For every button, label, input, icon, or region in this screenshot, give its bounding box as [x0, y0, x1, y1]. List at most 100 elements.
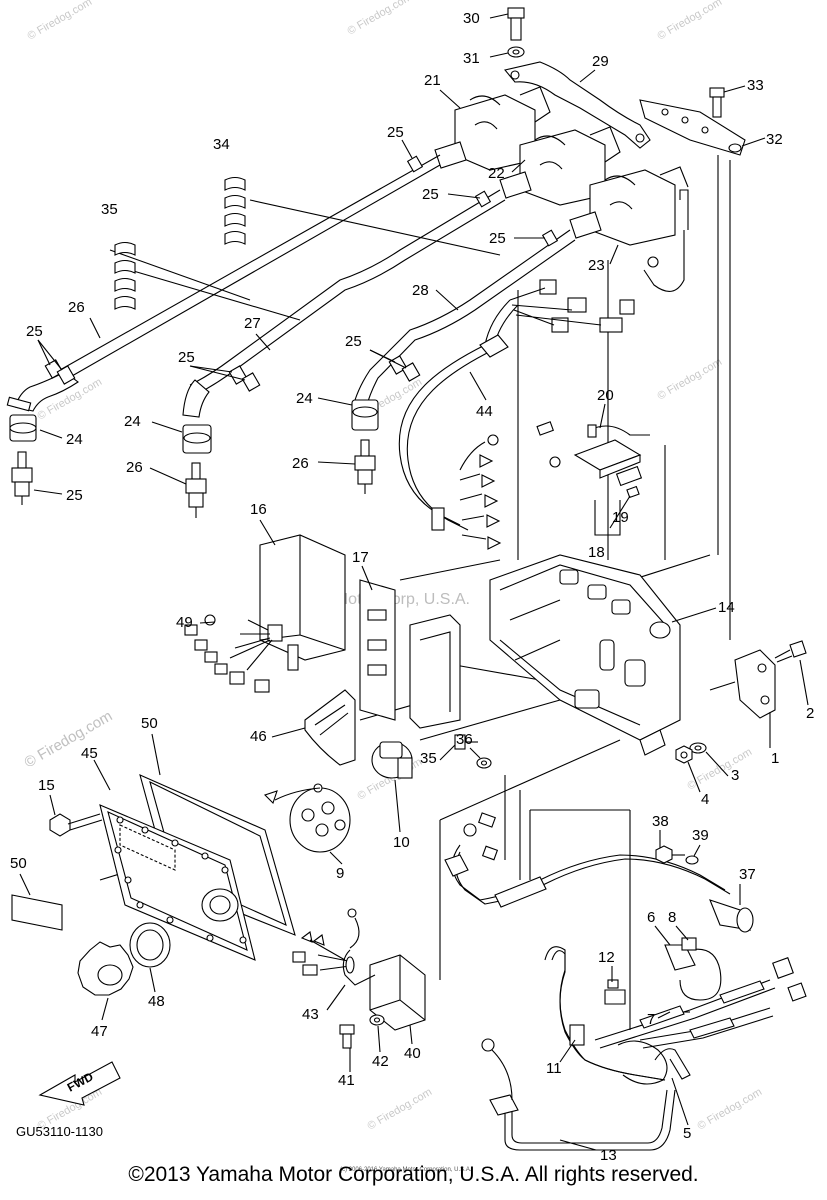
callout-16: 16 — [250, 501, 267, 518]
callout-25: 25 — [489, 230, 506, 247]
callout-33: 32 — [766, 131, 783, 148]
callout-36: 35 — [420, 750, 437, 767]
wire-harness-45 — [398, 279, 635, 550]
callout-50: 50 — [141, 715, 158, 732]
fine-print: (c) 2006-2016 Yamaha Motor Corporation, … — [340, 1167, 472, 1173]
sensor-38 — [444, 812, 754, 933]
callout-24: 24 — [296, 390, 313, 407]
callout-26: 26 — [126, 459, 143, 476]
callout-25: 25 — [422, 186, 439, 203]
leader-lines — [99, 155, 731, 1030]
callout-17: 17 — [352, 549, 369, 566]
cdi-unit-16 — [184, 534, 346, 693]
callout-30: 29 — [592, 53, 609, 70]
callout-21: 21 — [424, 72, 441, 89]
clamp-8 — [679, 937, 722, 1001]
callout-5: 5 — [683, 1125, 691, 1142]
callout-35: 35 — [101, 201, 118, 218]
callout-3: 3 — [731, 767, 739, 784]
grommet-25-group — [44, 155, 559, 392]
bolt-31 — [507, 7, 525, 41]
coil-bracket-30 — [504, 61, 651, 149]
band-5 — [617, 1040, 691, 1085]
washer-40 — [685, 855, 699, 865]
bolt-39 — [655, 845, 685, 864]
callout-1: 1 — [771, 750, 779, 767]
callout-labels: 1 2 3 4 5 6 7 8 9 10 11 12 13 14 15 16 1… — [10, 10, 814, 1164]
callout-18: 18 — [588, 544, 605, 561]
lead-clamp-35 — [114, 241, 136, 310]
callout-50: 49 — [176, 614, 193, 631]
spark-plug-26 — [354, 439, 376, 494]
callout-39: 38 — [652, 813, 669, 830]
spark-plug-26 — [185, 462, 207, 518]
callout-42: 41 — [338, 1072, 355, 1089]
bolt-42 — [339, 1024, 355, 1049]
bolt-36 — [454, 734, 478, 750]
lead-clamp-35 — [224, 176, 246, 245]
callout-34: 33 — [747, 77, 764, 94]
callout-25: 25 — [26, 323, 43, 340]
nut-4 — [675, 745, 693, 764]
callout-25: 25 — [345, 333, 362, 350]
callout-46: 45 — [81, 745, 98, 762]
callout-19: 19 — [612, 509, 629, 526]
mounting-plate-33 — [639, 99, 746, 156]
washer-3 — [689, 742, 707, 754]
callout-29: 28 — [412, 282, 429, 299]
watermark-left: © Firedog.com — [22, 707, 116, 771]
callout-38: 37 — [739, 866, 756, 883]
spark-plug-lead-29 — [351, 229, 576, 431]
callout-20: 20 — [597, 387, 614, 404]
ignition-coil-21 — [434, 86, 551, 171]
watermark: © Firedog.com — [696, 1086, 765, 1133]
clamp-6 — [664, 944, 696, 971]
bolt-2 — [774, 640, 807, 663]
callout-35: 34 — [213, 136, 230, 153]
callout-12: 12 — [598, 949, 615, 966]
callout-24: 24 — [66, 431, 83, 448]
rectifier-41 — [342, 908, 426, 1031]
callout-14: 14 — [718, 599, 735, 616]
callout-7: 7 — [647, 1011, 655, 1028]
callout-11: 11 — [546, 1060, 562, 1077]
clip-12 — [604, 979, 626, 1005]
callout-51: 50 — [10, 855, 27, 872]
callout-43: 42 — [372, 1053, 389, 1070]
callout-45: 44 — [476, 403, 493, 420]
callout-2: 2 — [806, 705, 814, 722]
seal-49 — [129, 922, 171, 968]
bracket-17 — [359, 579, 461, 729]
callout-25: 25 — [178, 349, 195, 366]
washer-32 — [507, 46, 525, 58]
callout-40: 39 — [692, 827, 709, 844]
callout-4: 4 — [701, 791, 709, 808]
callout-8: 8 — [668, 909, 676, 926]
callout-9: 9 — [336, 865, 344, 882]
watermark: © Firedog.com — [656, 356, 725, 403]
watermark: © Firedog.com — [346, 0, 415, 38]
relay-10 — [371, 741, 413, 779]
figure-code: GU53110-1130 — [16, 1124, 103, 1139]
spark-plug-lead-27 — [6, 154, 441, 442]
lead-13 — [481, 1038, 676, 1151]
callout-25: 25 — [387, 124, 404, 141]
callout-13: 13 — [600, 1147, 617, 1164]
label-51 — [11, 894, 63, 931]
callout-28: 27 — [244, 315, 261, 332]
electrical-bracket-14 — [489, 554, 681, 756]
starter-switch-9 — [263, 783, 351, 853]
spark-plug-lead-28 — [182, 189, 506, 454]
callout-22: 22 — [488, 165, 505, 182]
cap-48 — [77, 941, 134, 996]
washer-43 — [369, 1014, 385, 1026]
bracket-1 — [709, 649, 776, 719]
lead-11 — [544, 946, 807, 1081]
watermark: © Firedog.com — [366, 1086, 435, 1133]
callout-37: 36 — [456, 731, 473, 748]
callout-47: 46 — [250, 728, 267, 745]
copyright-footer: ©2013 Yamaha Motor Corporation, U.S.A. A… — [128, 1163, 699, 1186]
callout-48: 47 — [91, 1023, 108, 1040]
cover-47 — [304, 689, 356, 766]
